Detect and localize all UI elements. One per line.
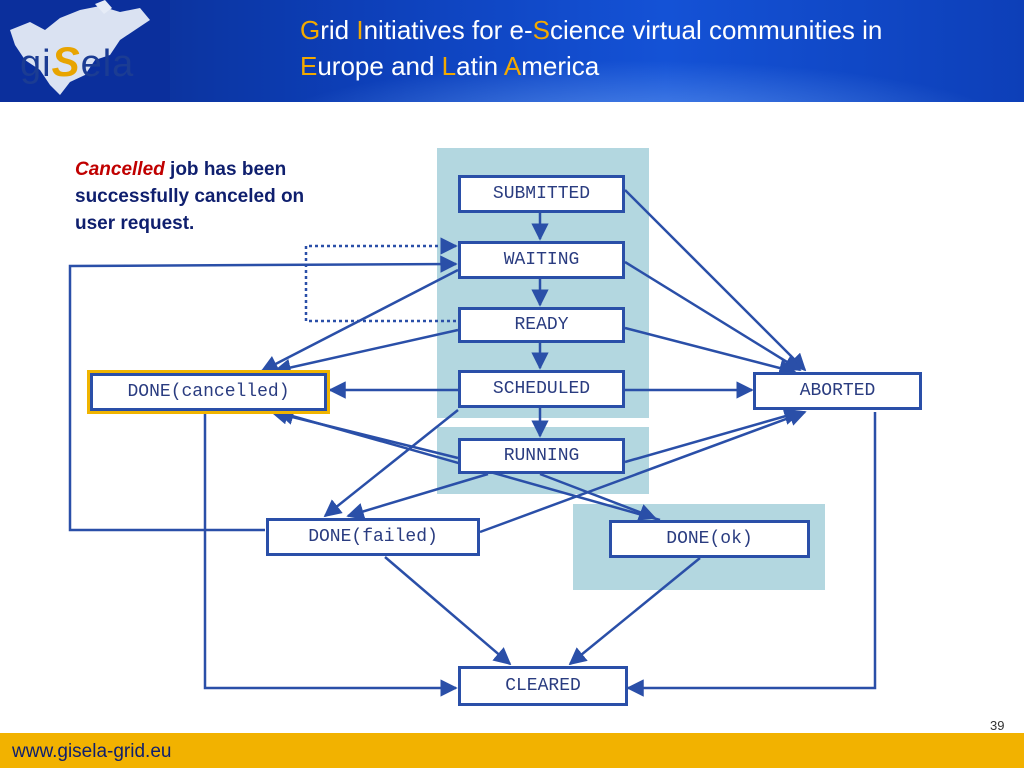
state-done-failed: DONE(failed) bbox=[266, 518, 480, 556]
slide-footer-bar bbox=[0, 733, 1024, 768]
footer-url: www.gisela-grid.eu bbox=[12, 741, 172, 762]
title-part: S bbox=[532, 15, 551, 45]
description-line3: user request. bbox=[75, 213, 195, 234]
logo-map-graphic bbox=[0, 0, 170, 102]
title-part: urope and bbox=[317, 51, 442, 81]
logo-wordmark: giSela bbox=[20, 38, 134, 86]
title-part: rid bbox=[320, 15, 357, 45]
state-aborted: ABORTED bbox=[753, 372, 922, 410]
description-line2: successfully canceled on bbox=[75, 186, 305, 207]
logo-post: ela bbox=[80, 43, 135, 85]
title-part: I bbox=[356, 15, 364, 45]
cancelled-description: Cancelled job has been successfully canc… bbox=[75, 156, 375, 237]
state-cleared: CLEARED bbox=[458, 666, 628, 706]
state-ready: READY bbox=[458, 307, 625, 343]
page-number: 39 bbox=[990, 718, 1005, 733]
slide-title: Grid Initiatives for e-Science virtual c… bbox=[300, 12, 1010, 84]
title-part: E bbox=[300, 51, 318, 81]
title-part: nitiatives for e- bbox=[363, 15, 533, 45]
title-part: atin bbox=[456, 51, 504, 81]
state-waiting: WAITING bbox=[458, 241, 625, 279]
title-part: cience virtual communities in bbox=[550, 15, 883, 45]
title-part: L bbox=[441, 51, 457, 81]
title-part: A bbox=[503, 51, 522, 81]
state-done-ok: DONE(ok) bbox=[609, 520, 810, 558]
state-running: RUNNING bbox=[458, 438, 625, 474]
logo-pre: gi bbox=[20, 43, 52, 85]
state-done-cancelled: DONE(cancelled) bbox=[87, 370, 330, 414]
description-term: Cancelled bbox=[75, 159, 165, 180]
title-part: G bbox=[300, 15, 321, 45]
header-glow bbox=[260, 60, 1020, 102]
state-submitted: SUBMITTED bbox=[458, 175, 625, 213]
slide-header: giSela Grid Initiatives for e-Science vi… bbox=[0, 0, 1024, 102]
description-line1: job has been bbox=[164, 159, 287, 180]
logo-s: S bbox=[51, 38, 81, 85]
title-part: merica bbox=[521, 51, 600, 81]
state-scheduled: SCHEDULED bbox=[458, 370, 625, 408]
